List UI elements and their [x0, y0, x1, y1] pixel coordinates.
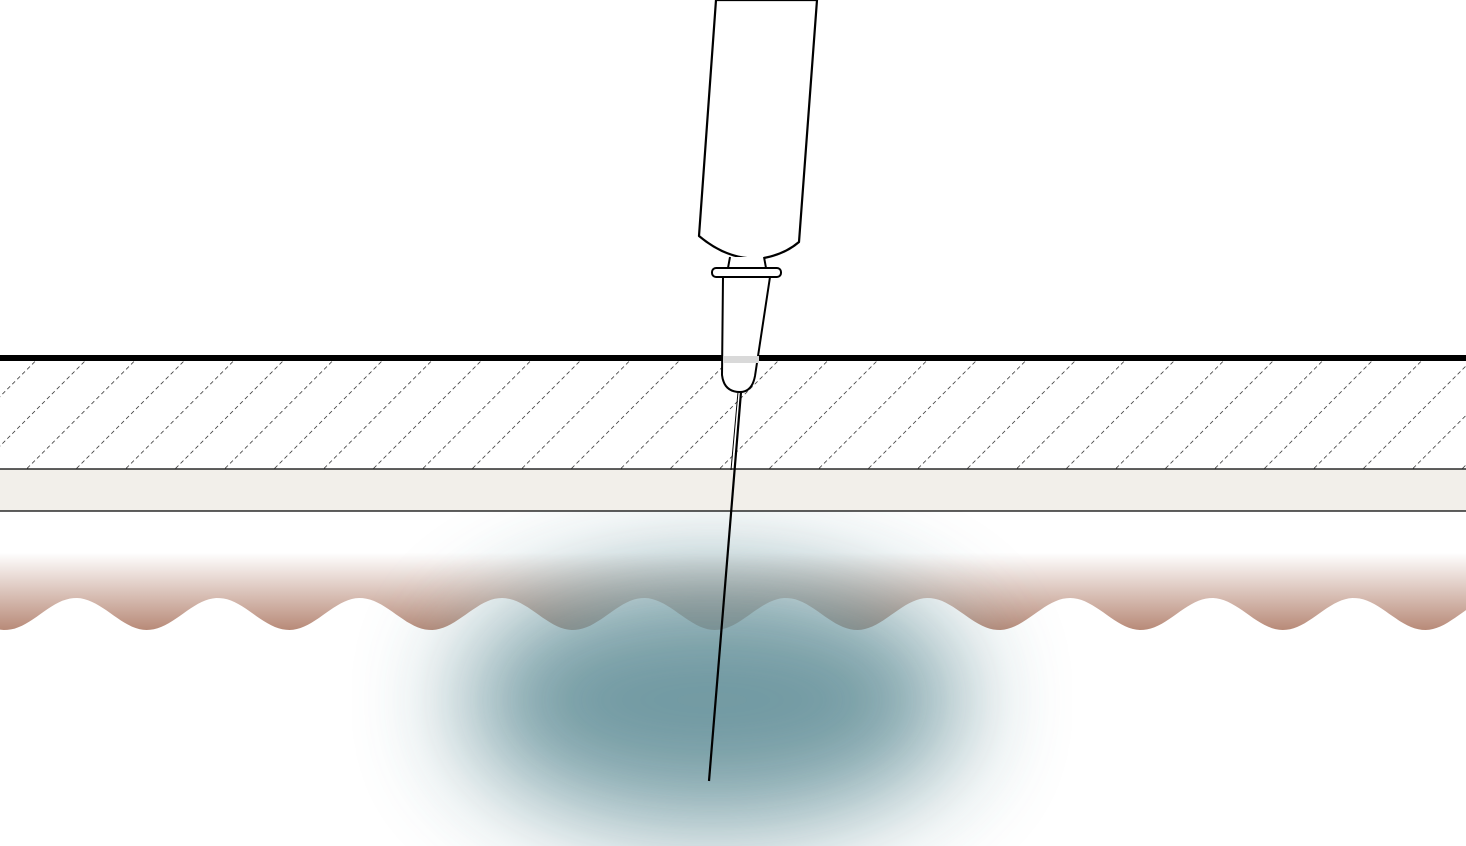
wavy-dermis-layer	[0, 511, 1466, 630]
syringe-neck	[726, 256, 768, 269]
needle	[707, 391, 743, 782]
needle-inner-line	[730, 391, 739, 471]
needle-hub	[721, 276, 771, 393]
needle-hub-highlight	[724, 356, 759, 363]
syringe-flange	[711, 267, 782, 278]
injected-fluid-cloud	[462, 575, 962, 825]
syringe-barrel	[697, 0, 819, 260]
